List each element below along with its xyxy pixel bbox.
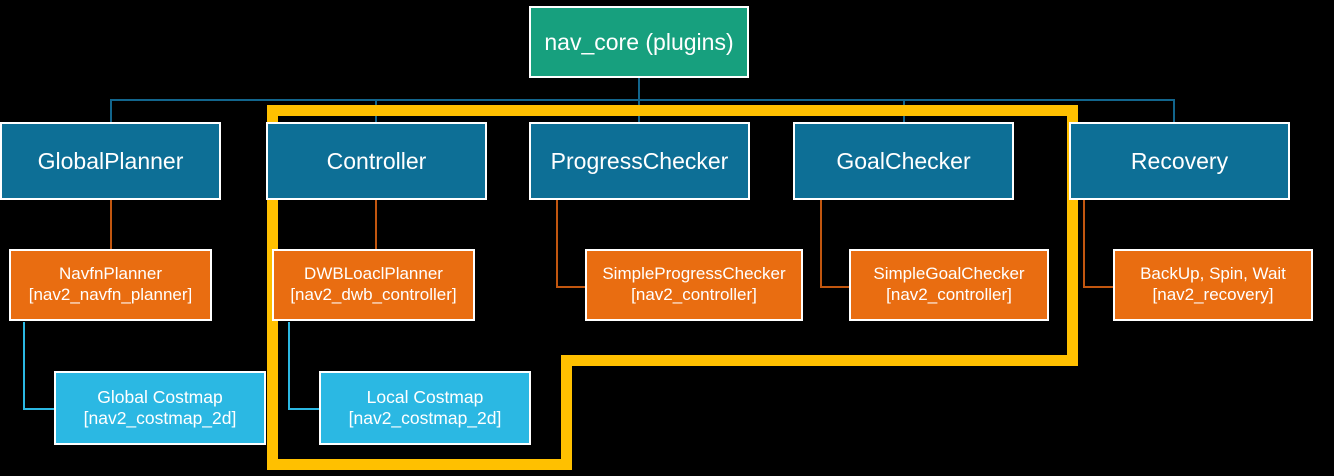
node-nav-core-label: nav_core (plugins) — [544, 28, 734, 55]
node-recovery-behaviors[interactable]: BackUp, Spin, Wait [nav2_recovery] — [1113, 249, 1313, 321]
node-global-planner[interactable]: GlobalPlanner — [0, 122, 221, 200]
node-global-costmap-package: [nav2_costmap_2d] — [83, 408, 237, 428]
node-goal-checker-label: GoalChecker — [836, 147, 971, 174]
node-global-costmap-name: Global Costmap — [97, 386, 223, 407]
node-controller-label: Controller — [326, 147, 427, 174]
node-navfn-planner-package: [nav2_navfn_planner] — [28, 285, 193, 304]
node-local-costmap[interactable]: Local Costmap [nav2_costmap_2d] — [319, 371, 531, 445]
node-progress-checker-label: ProgressChecker — [550, 147, 729, 174]
connector-progress-checker-drop — [556, 199, 558, 286]
node-dwb-local-planner-package: [nav2_dwb_controller] — [290, 285, 457, 304]
connector-navfn-to-global-costmap-elbow — [23, 408, 55, 410]
connector-navfn-to-global-costmap-drop — [23, 322, 25, 408]
node-recovery-behaviors-name: BackUp, Spin, Wait — [1140, 264, 1286, 284]
node-goal-checker[interactable]: GoalChecker — [793, 122, 1014, 200]
connector-bus-drop-recovery — [1173, 99, 1175, 122]
node-simple-progress-checker-package: [nav2_controller] — [631, 285, 757, 304]
node-nav-core[interactable]: nav_core (plugins) — [529, 6, 749, 78]
node-recovery-behaviors-package: [nav2_recovery] — [1152, 285, 1274, 304]
node-local-costmap-package: [nav2_costmap_2d] — [348, 408, 502, 428]
node-progress-checker[interactable]: ProgressChecker — [529, 122, 750, 200]
node-global-planner-label: GlobalPlanner — [37, 147, 184, 174]
connector-dwb-to-local-costmap-drop — [288, 322, 290, 408]
connector-global-planner-to-navfn — [110, 199, 112, 250]
connector-dwb-to-local-costmap-elbow — [288, 408, 320, 410]
node-dwb-local-planner[interactable]: DWBLoaclPlanner [nav2_dwb_controller] — [272, 249, 475, 321]
node-simple-progress-checker-name: SimpleProgressChecker — [602, 264, 786, 284]
connector-progress-checker-elbow — [556, 286, 586, 288]
connector-recovery-elbow — [1083, 286, 1113, 288]
highlight-top-edge — [267, 105, 1078, 116]
highlight-step-vertical — [561, 355, 572, 470]
node-global-costmap[interactable]: Global Costmap [nav2_costmap_2d] — [54, 371, 266, 445]
node-navfn-planner-name: NavfnPlanner — [58, 264, 162, 284]
highlight-step-horizontal — [561, 355, 1078, 366]
connector-goal-checker-elbow — [820, 286, 850, 288]
highlight-bottom-edge — [267, 459, 572, 470]
connector-recovery-drop — [1083, 199, 1085, 286]
node-dwb-local-planner-name: DWBLoaclPlanner — [304, 264, 443, 284]
node-simple-progress-checker[interactable]: SimpleProgressChecker [nav2_controller] — [585, 249, 803, 321]
connector-root-stem — [638, 78, 640, 99]
connector-bus-drop-global-planner — [110, 99, 112, 122]
highlight-right-edge — [1067, 105, 1078, 366]
connector-bus-horizontal — [110, 99, 1174, 101]
node-local-costmap-name: Local Costmap — [366, 386, 484, 407]
node-navfn-planner[interactable]: NavfnPlanner [nav2_navfn_planner] — [9, 249, 212, 321]
node-simple-goal-checker[interactable]: SimpleGoalChecker [nav2_controller] — [849, 249, 1049, 321]
connector-goal-checker-drop — [820, 199, 822, 286]
node-simple-goal-checker-package: [nav2_controller] — [886, 285, 1012, 304]
node-simple-goal-checker-name: SimpleGoalChecker — [873, 264, 1025, 284]
node-recovery[interactable]: Recovery — [1069, 122, 1290, 200]
connector-controller-to-dwb — [375, 199, 377, 250]
node-recovery-label: Recovery — [1130, 147, 1229, 174]
node-controller[interactable]: Controller — [266, 122, 487, 200]
